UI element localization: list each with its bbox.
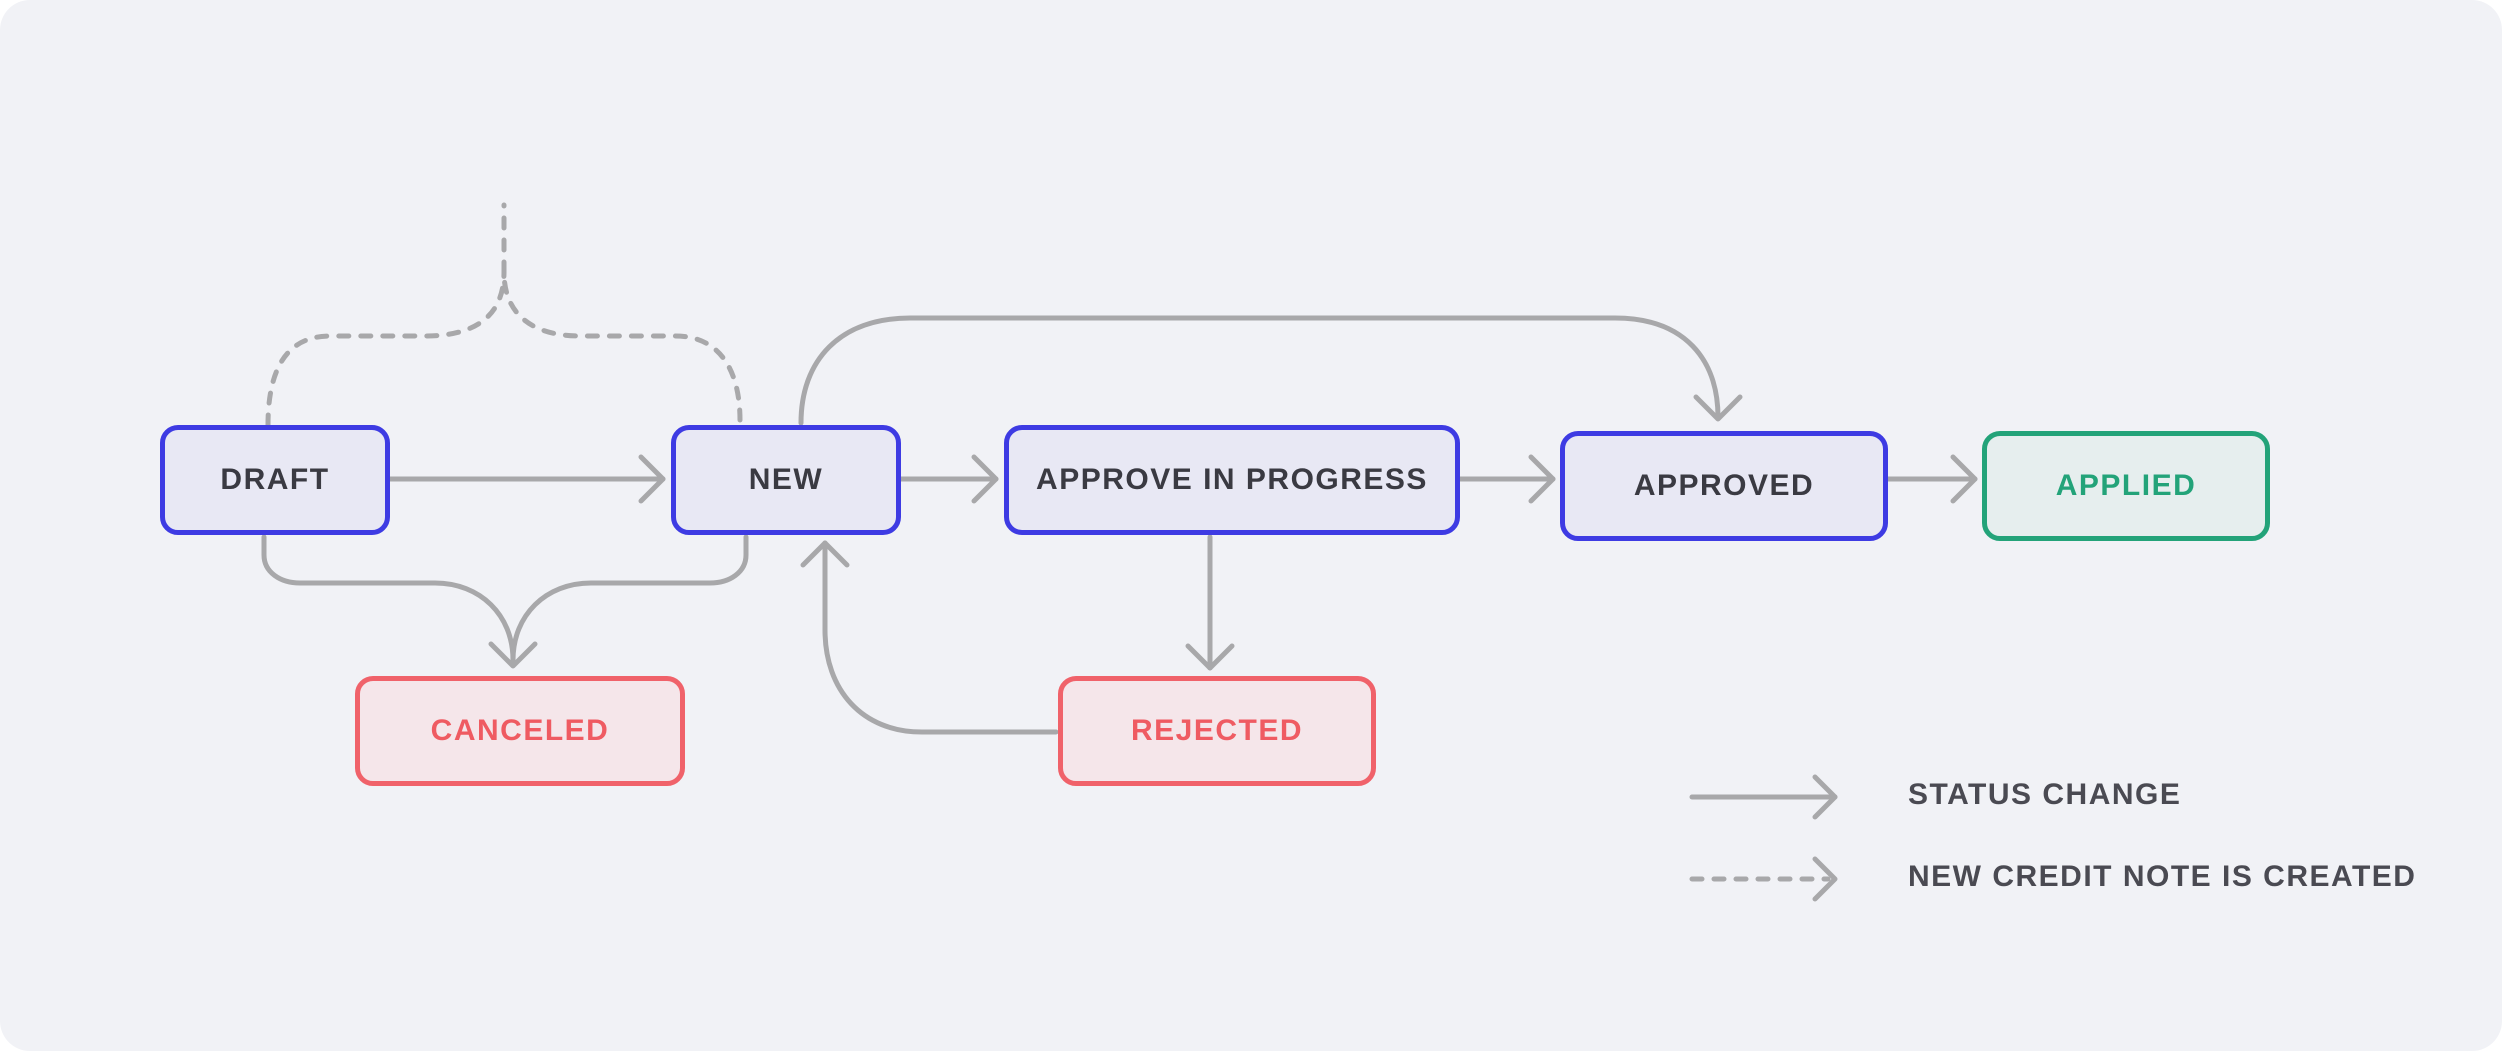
arrowhead-approved-to-applied: [1950, 454, 1978, 504]
arrowhead-approve-in-progress-to-approved: [1528, 454, 1556, 504]
arrowhead-to-canceled: [488, 641, 538, 669]
state-approve-in-progress: APPROVE IN PROGRESS: [1004, 425, 1460, 535]
state-approve-in-progress-label: APPROVE IN PROGRESS: [1036, 463, 1428, 496]
state-canceled-label: CANCELED: [430, 714, 610, 747]
state-approved-label: APPROVED: [1633, 469, 1815, 502]
state-draft: DRAFT: [160, 425, 390, 535]
state-applied-label: APPLIED: [2055, 469, 2197, 502]
arrowhead-approve-in-progress-to-rejected: [1185, 643, 1235, 671]
legend-solid-arrowhead: [1812, 774, 1838, 820]
state-draft-label: DRAFT: [220, 463, 330, 496]
state-rejected-label: REJECTED: [1130, 714, 1304, 747]
arrowhead-new-to-approve-in-progress: [971, 454, 999, 504]
dashed-connector-new: [501, 269, 743, 423]
arrowhead-rejected-to-new: [800, 540, 850, 568]
arrowhead-new-to-approved: [1693, 394, 1743, 422]
state-applied: APPLIED: [1982, 431, 2270, 541]
arrow-rejected-to-new: [822, 540, 1059, 735]
state-new-label: NEW: [748, 463, 824, 496]
state-new: NEW: [671, 425, 901, 535]
state-rejected: REJECTED: [1058, 676, 1376, 786]
arrowhead-draft-to-new: [638, 454, 666, 504]
arrow-new-to-canceled: [510, 534, 749, 663]
arrow-new-to-approved: [798, 315, 1721, 426]
arrow-draft-to-canceled: [261, 534, 516, 663]
legend-status-change: STATUS CHANGE: [1908, 778, 2182, 811]
legend-dashed-arrowhead: [1812, 856, 1838, 902]
state-approved: APPROVED: [1560, 431, 1888, 541]
state-canceled: CANCELED: [355, 676, 685, 786]
dashed-connector-draft: [265, 269, 507, 428]
legend-new-credit-note: NEW CREDIT NOTE IS CREATED: [1908, 860, 2417, 893]
